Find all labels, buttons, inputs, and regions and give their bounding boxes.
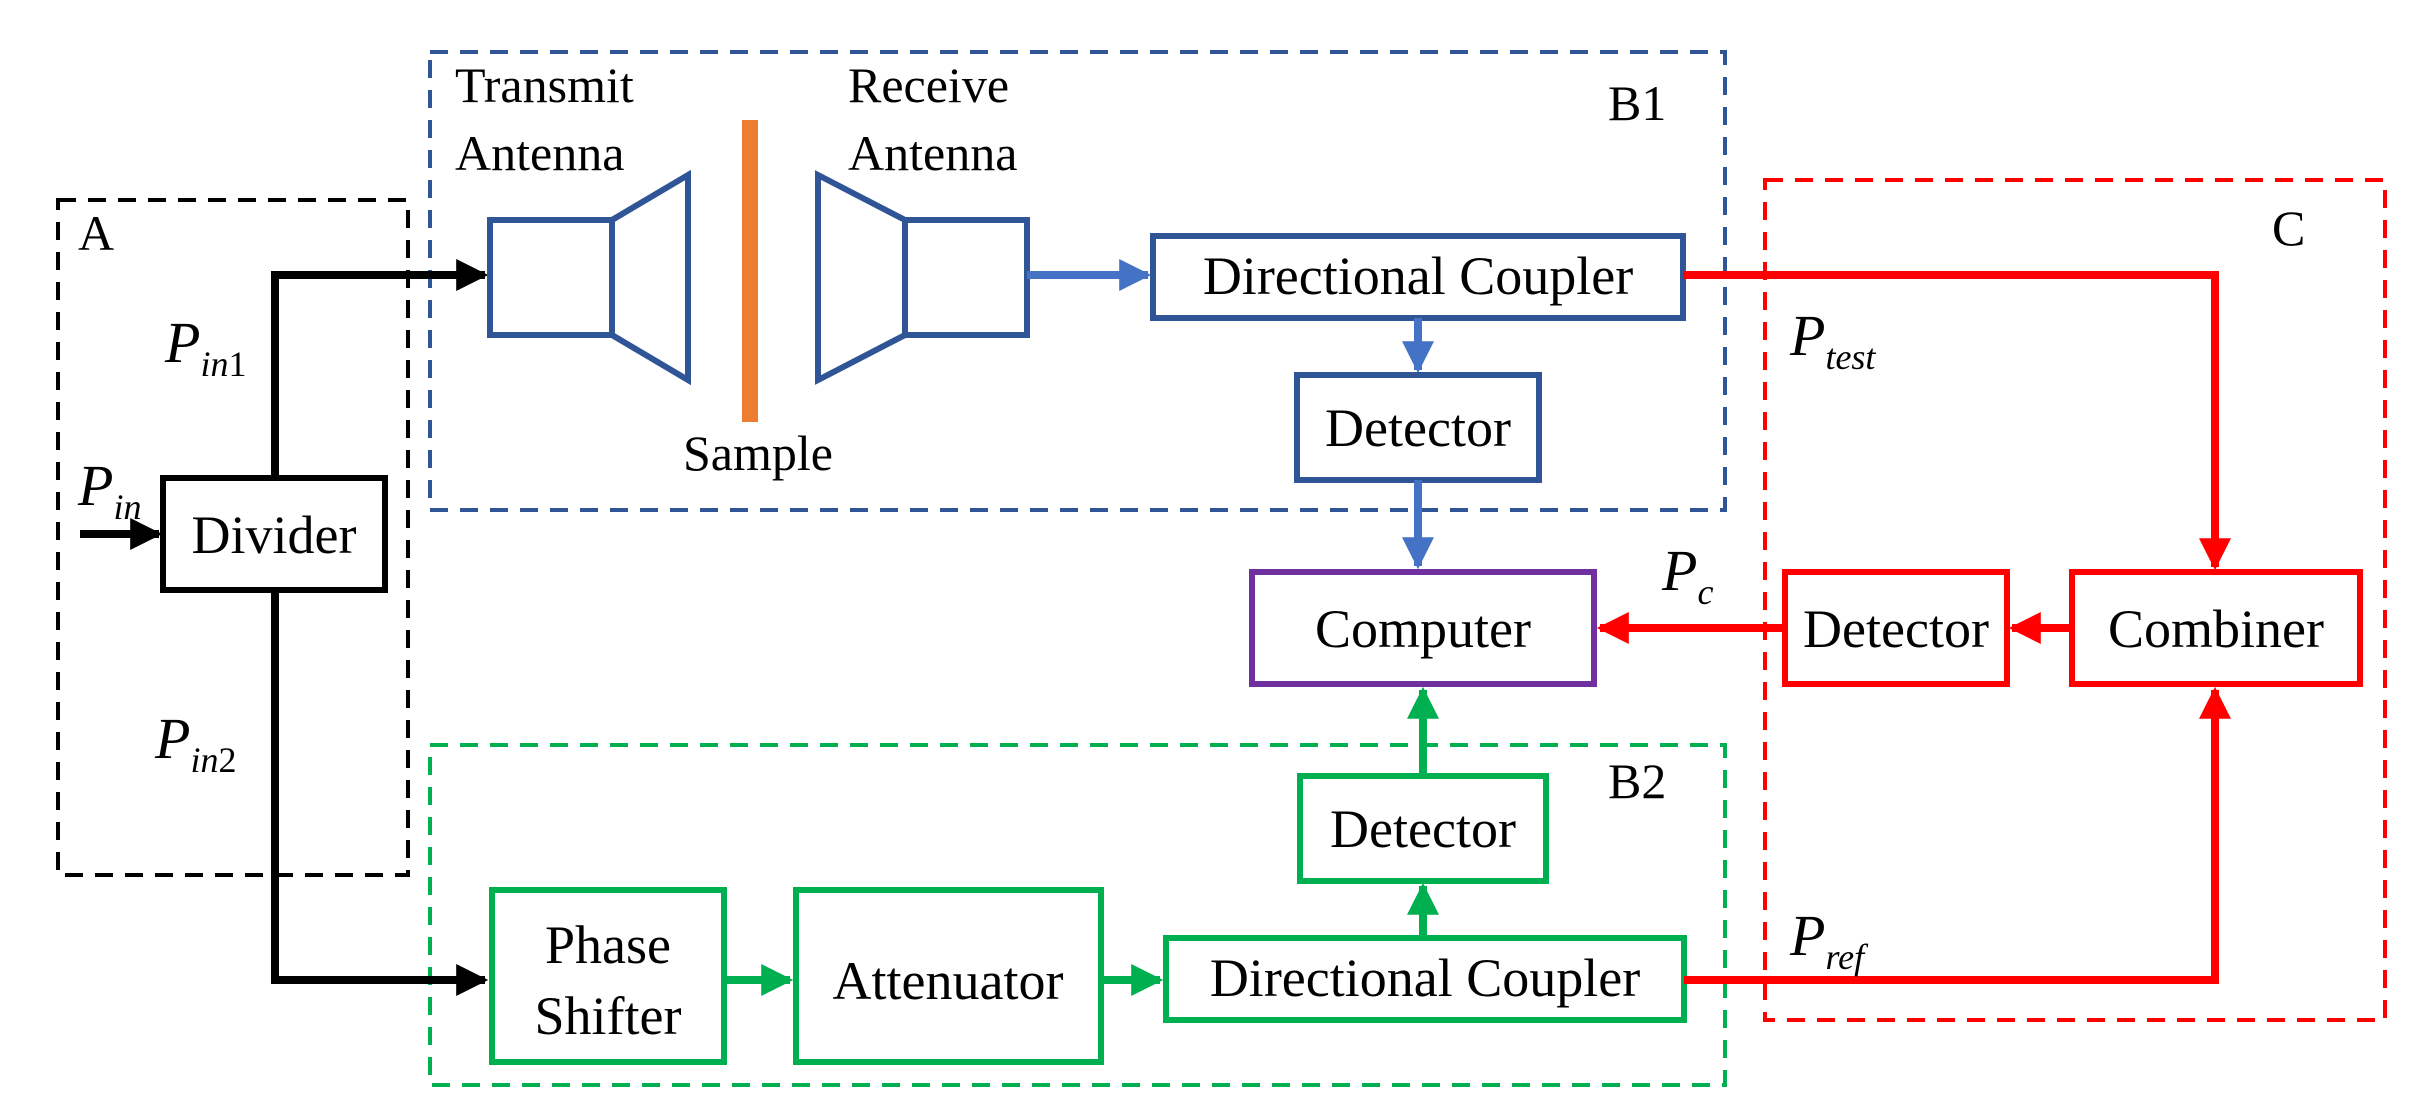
directional-coupler-b1-label: Directional Coupler xyxy=(1203,246,1633,306)
directional-coupler-b2-box xyxy=(1163,935,1687,1023)
p-in2-symbol: Pin2 xyxy=(154,706,236,780)
transmit-antenna-label: Transmit xyxy=(455,57,634,113)
phase-shifter-box xyxy=(489,887,727,1065)
p-in1-symbol: Pin1 xyxy=(164,310,246,384)
attenuator-label: Attenuator xyxy=(833,951,1064,1011)
sample-label: Sample xyxy=(683,425,833,481)
detector-c-label: Detector xyxy=(1803,599,1989,659)
detector-b1-box xyxy=(1294,372,1542,483)
group-b2-label: B2 xyxy=(1608,753,1666,809)
divider-to-phase-shifter-line xyxy=(271,590,489,996)
computer-box xyxy=(1249,569,1597,687)
receive-antenna-icon xyxy=(815,170,1030,385)
group-b2-frame xyxy=(428,743,1727,1087)
group-a-frame xyxy=(56,198,410,877)
group-c-frame xyxy=(1763,178,2387,1022)
p-test-symbol: Ptest xyxy=(1789,303,1876,377)
attenuator-box xyxy=(793,887,1104,1065)
detector-b1-label: Detector xyxy=(1325,398,1511,458)
p-c-symbol: Pc xyxy=(1661,538,1713,612)
divider-label: Divider xyxy=(192,505,357,565)
group-c-label: C xyxy=(2272,200,2305,256)
detector-b2-label: Detector xyxy=(1330,799,1516,859)
directional-coupler-b2-label: Directional Coupler xyxy=(1210,948,1640,1008)
transmit-antenna-label-2: Antenna xyxy=(455,125,624,181)
phase-shifter-label-2: Shifter xyxy=(535,986,682,1046)
combiner-label: Combiner xyxy=(2108,599,2324,659)
sample-slab xyxy=(742,120,758,422)
computer-label: Computer xyxy=(1315,599,1531,659)
p-ref-symbol: Pref xyxy=(1789,903,1869,977)
receive-antenna-label-2: Antenna xyxy=(848,125,1017,181)
reference-signal-line xyxy=(1684,686,2231,984)
group-b1-label: B1 xyxy=(1608,75,1666,131)
detector-c-box xyxy=(1782,569,2010,687)
phase-shifter-label: Phase xyxy=(545,915,671,975)
p-in-symbol: Pin xyxy=(77,453,141,527)
receive-antenna-label: Receive xyxy=(848,57,1009,113)
transmit-antenna-icon xyxy=(487,169,691,386)
group-b1-frame xyxy=(428,50,1727,512)
test-signal-line xyxy=(1683,271,2231,571)
divider-box xyxy=(160,475,388,593)
divider-to-transmit-line xyxy=(271,259,489,478)
group-a-label: A xyxy=(78,205,114,261)
